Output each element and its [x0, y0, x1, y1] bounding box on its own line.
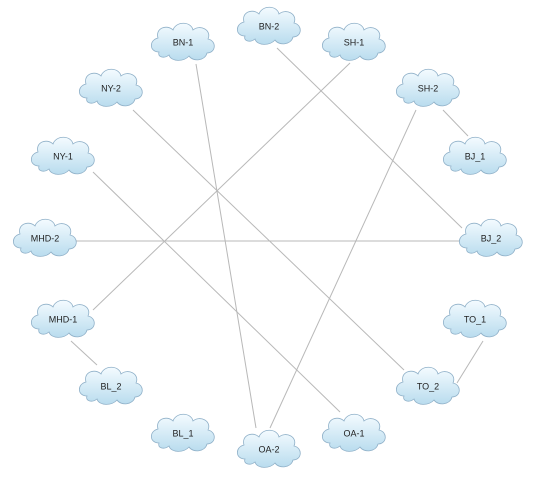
- node-bn2[interactable]: BN-2: [236, 6, 301, 45]
- cloud-icon: [442, 299, 507, 338]
- node-label: NY-2: [101, 83, 121, 93]
- cloud-icon: [236, 6, 301, 45]
- node-label: NY-1: [53, 151, 73, 161]
- node-oa2[interactable]: OA-2: [236, 429, 301, 468]
- links-layer: [70, 47, 484, 429]
- link-ny1-oa1: [92, 171, 341, 413]
- node-sh1[interactable]: SH-1: [321, 22, 386, 61]
- node-label: MHD-1: [49, 314, 78, 324]
- link-sh2-bj1: [442, 109, 469, 137]
- cloud-icon: [150, 22, 215, 61]
- node-label: BJ_1: [465, 151, 486, 161]
- link-bn1-oa2: [195, 63, 257, 429]
- node-label: TO_2: [417, 381, 439, 391]
- node-label: SH-2: [418, 83, 439, 93]
- node-label: MHD-2: [31, 233, 60, 243]
- node-to1[interactable]: TO_1: [442, 299, 507, 338]
- link-ny2-to2: [132, 109, 405, 371]
- cloud-icon: [321, 22, 386, 61]
- node-sh2[interactable]: SH-2: [395, 68, 460, 107]
- node-label: SH-1: [344, 37, 365, 47]
- node-bj2[interactable]: BJ_2: [458, 218, 523, 257]
- node-mhd1[interactable]: MHD-1: [30, 299, 95, 338]
- nodes-layer: BN-1 BN-2SH-1SH-2 NY-2NY-1 BJ_1BJ_2 MHD-2MHD…: [12, 6, 523, 468]
- link-sh1-mhd1: [92, 62, 351, 311]
- cloud-icon: [395, 366, 460, 405]
- node-bj1[interactable]: BJ_1: [442, 136, 507, 175]
- link-sh2-oa2: [269, 109, 417, 429]
- node-oa1[interactable]: OA-1: [321, 413, 386, 452]
- node-label: BN-1: [173, 37, 194, 47]
- cloud-icon: [30, 136, 95, 175]
- node-mhd2[interactable]: MHD-2: [12, 218, 77, 257]
- cloud-icon: [78, 68, 143, 107]
- link-to1-to2: [456, 340, 484, 384]
- cloud-icon: [150, 413, 215, 452]
- cloud-icon: [236, 429, 301, 468]
- link-bn2-bj2: [276, 47, 463, 229]
- node-label: BL_1: [172, 428, 193, 438]
- node-label: TO_1: [464, 314, 486, 324]
- node-label: OA-2: [258, 444, 279, 454]
- link-mhd1-bl2: [70, 340, 98, 366]
- node-bn1[interactable]: BN-1: [150, 22, 215, 61]
- node-label: BN-2: [259, 21, 280, 31]
- node-label: OA-1: [343, 428, 364, 438]
- cloud-icon: [30, 299, 95, 338]
- node-ny2[interactable]: NY-2: [78, 68, 143, 107]
- node-to2[interactable]: TO_2: [395, 366, 460, 405]
- node-bl1[interactable]: BL_1: [150, 413, 215, 452]
- cloud-icon: [78, 366, 143, 405]
- node-label: BJ_2: [481, 233, 502, 243]
- node-bl2[interactable]: BL_2: [78, 366, 143, 405]
- cloud-icon: [12, 218, 77, 257]
- cloud-icon: [321, 413, 386, 452]
- cloud-icon: [395, 68, 460, 107]
- node-ny1[interactable]: NY-1: [30, 136, 95, 175]
- cloud-icon: [442, 136, 507, 175]
- node-label: BL_2: [100, 381, 121, 391]
- cloud-icon: [458, 218, 523, 257]
